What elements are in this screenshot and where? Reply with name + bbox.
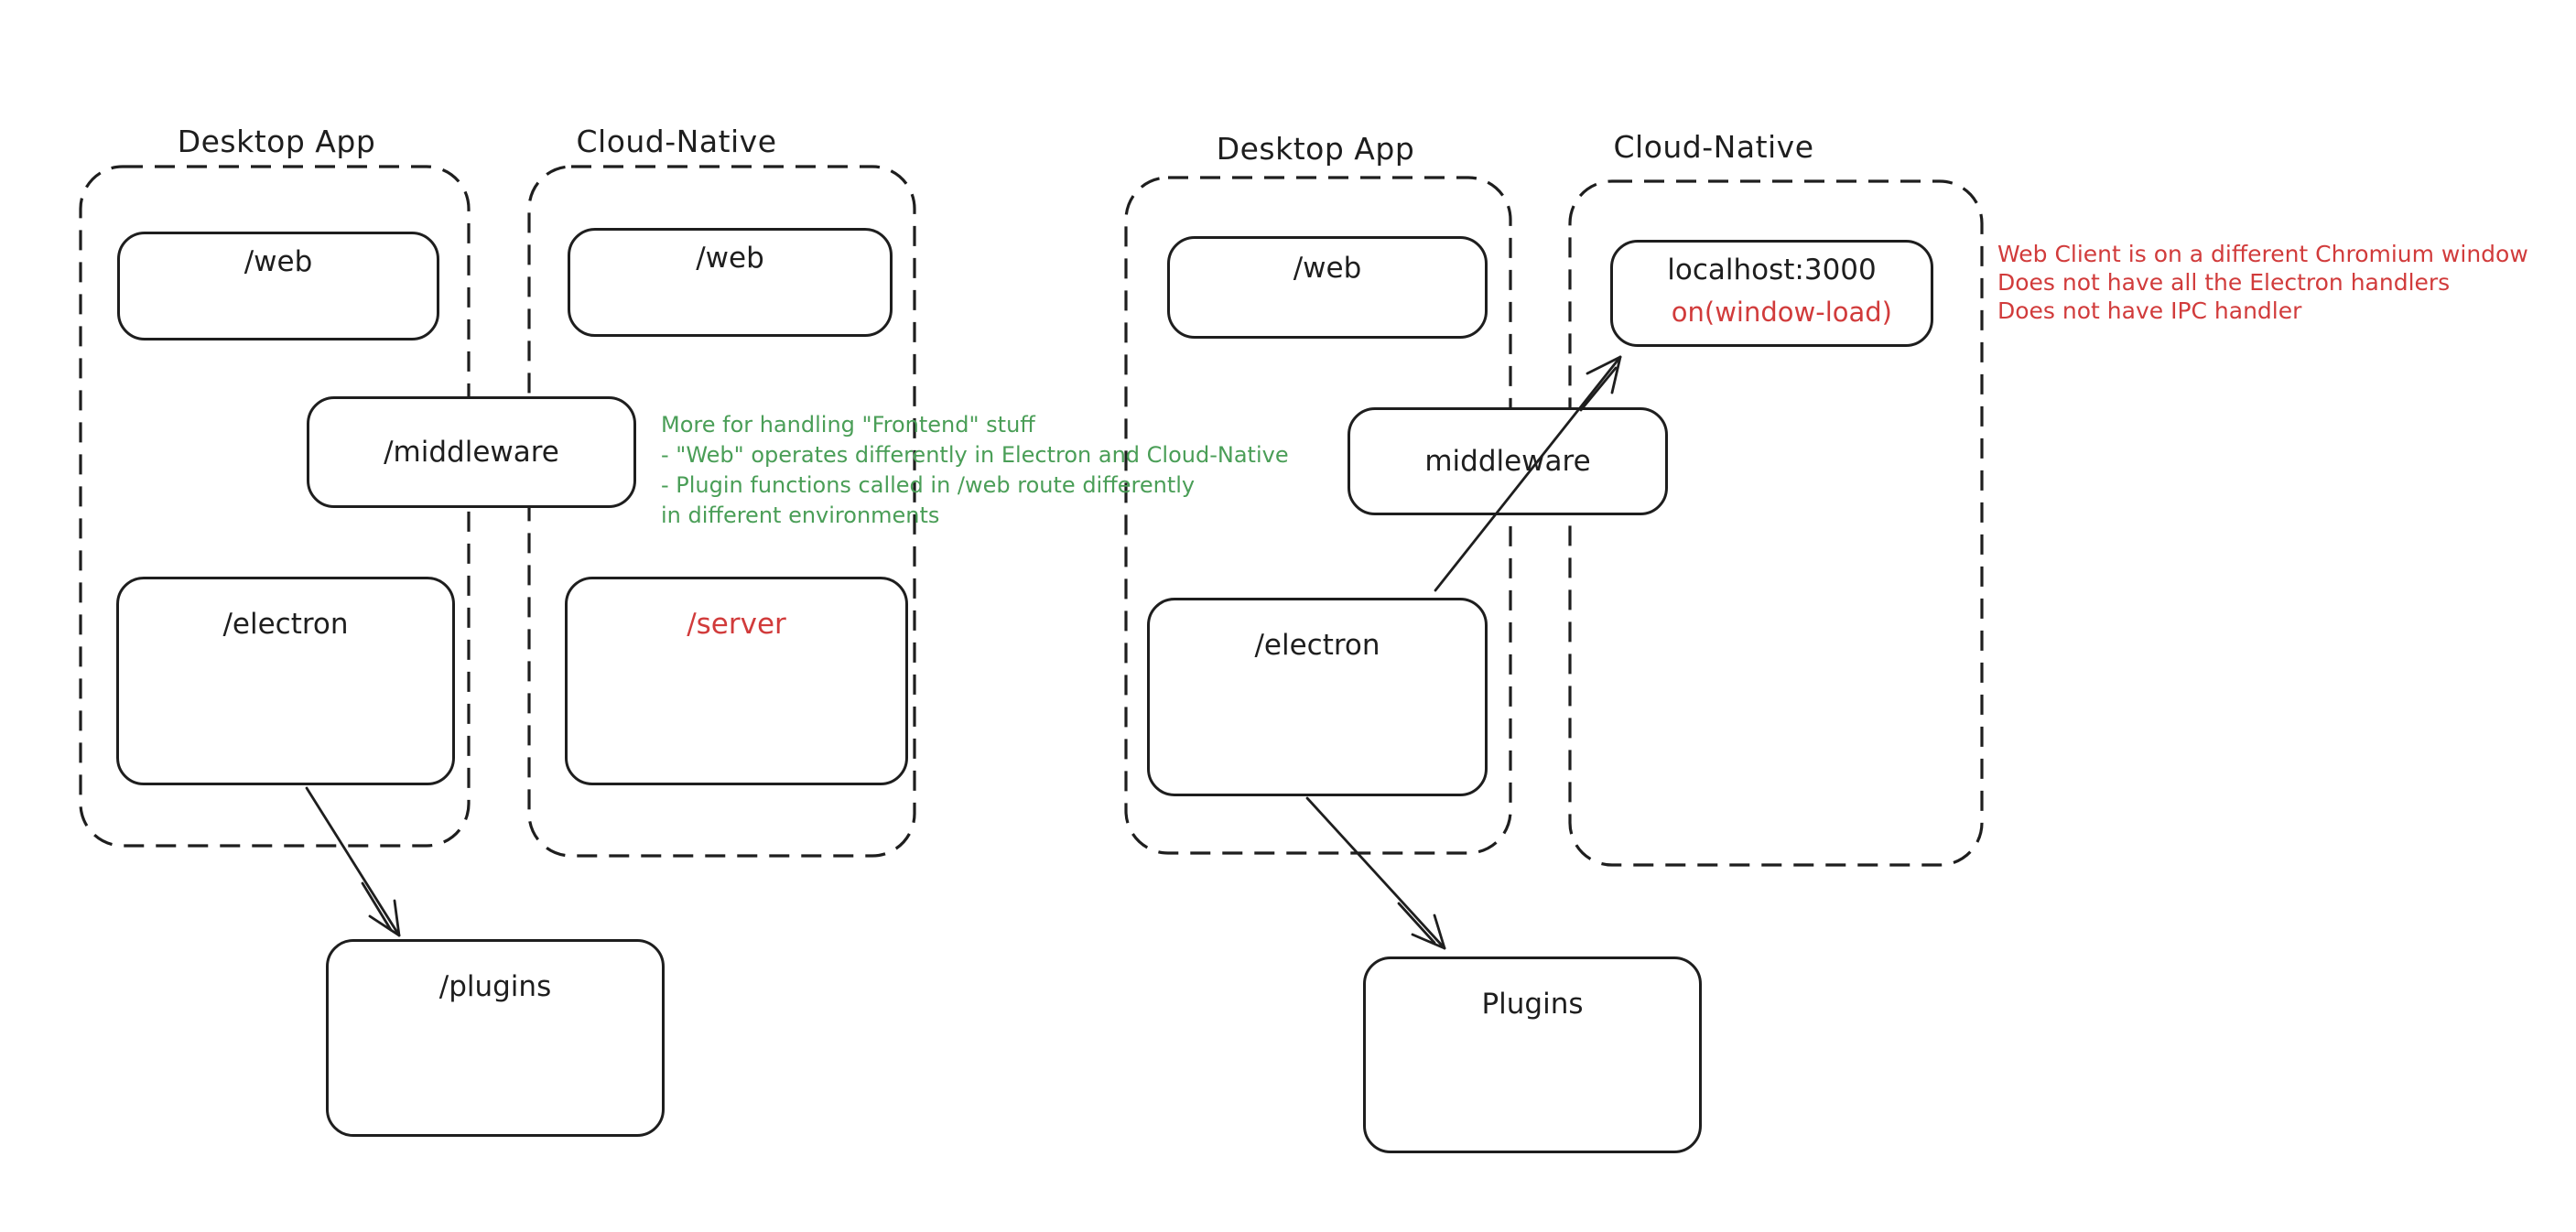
node-label: /plugins [438, 970, 552, 1003]
node-right-localhost[interactable]: localhost:3000 on(window-load) [1610, 240, 1933, 347]
node-label: /web [244, 245, 313, 278]
node-label: /electron [222, 608, 349, 641]
node-left-server[interactable]: /server [565, 577, 908, 785]
green-note-line: - "Web" operates differently in Electron… [661, 442, 1289, 468]
green-note-line: More for handling "Frontend" stuff [661, 412, 1035, 438]
node-left-middleware[interactable]: /middleware [307, 396, 636, 508]
node-right-middleware[interactable]: middleware [1348, 407, 1668, 515]
green-note-line: in different environments [661, 503, 940, 528]
node-left-web-cloud[interactable]: /web [568, 228, 893, 337]
node-label: /web [1293, 252, 1362, 285]
node-right-plugins[interactable]: Plugins [1363, 956, 1702, 1153]
title-right-desktop-app: Desktop App [1216, 131, 1415, 167]
red-note: Web Client is on a different Chromium wi… [1997, 240, 2528, 325]
red-note-line: Web Client is on a different Chromium wi… [1997, 241, 2528, 267]
green-note-line: - Plugin functions called in /web route … [661, 472, 1196, 498]
node-left-electron[interactable]: /electron [116, 577, 455, 785]
container-left-desktop-app[interactable] [79, 165, 471, 848]
container-right-cloud-native[interactable] [1568, 179, 1984, 867]
node-right-web-desktop[interactable]: /web [1167, 236, 1488, 339]
node-label: localhost:3000 [1667, 254, 1877, 286]
node-left-plugins[interactable]: /plugins [326, 939, 665, 1137]
title-left-desktop-app: Desktop App [177, 124, 376, 159]
title-right-cloud-native: Cloud-Native [1613, 129, 1814, 165]
container-left-cloud-native[interactable] [527, 165, 916, 858]
node-left-web-desktop[interactable]: /web [117, 232, 439, 340]
title-left-cloud-native: Cloud-Native [576, 124, 777, 159]
container-right-desktop-app[interactable] [1124, 176, 1512, 855]
green-note: More for handling "Frontend" stuff - "We… [661, 410, 1289, 531]
node-label: /middleware [384, 436, 559, 469]
node-label: /web [696, 242, 764, 275]
red-note-line: Does not have all the Electron handlers [1997, 269, 2451, 296]
node-label: /electron [1254, 629, 1380, 662]
node-sublabel-window-load: on(window-load) [1671, 297, 1892, 328]
node-right-electron[interactable]: /electron [1147, 598, 1488, 796]
node-label: middleware [1424, 445, 1591, 478]
red-note-line: Does not have IPC handler [1997, 297, 2302, 324]
node-label: Plugins [1481, 988, 1584, 1021]
node-label: /server [687, 608, 786, 641]
